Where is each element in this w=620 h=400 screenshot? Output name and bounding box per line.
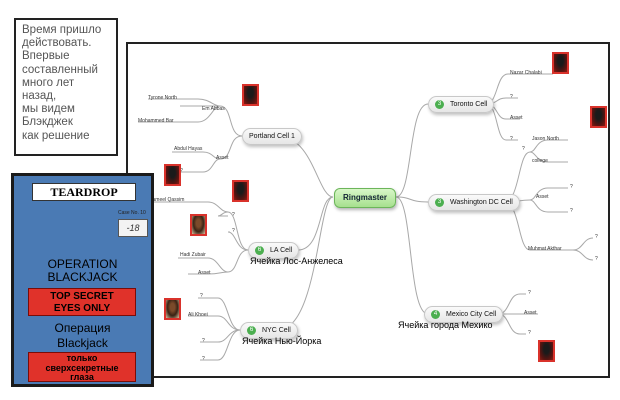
intro-line: Впервые <box>22 50 70 63</box>
leaf-asset[interactable]: Asset <box>536 194 549 200</box>
handwritten-note: -18 <box>118 219 148 237</box>
leaf-unknown[interactable]: ? <box>232 212 235 218</box>
top-secret-stamp: TOP SECRET EYES ONLY <box>28 288 136 316</box>
leaf-unknown[interactable]: ? <box>570 208 573 214</box>
intro-line: как решение <box>22 129 90 142</box>
dossier-folder: TEARDROP Case No. 10 -18 OPERATION BLACK… <box>11 173 154 387</box>
leaf-asset[interactable]: Asset <box>524 310 537 316</box>
leaf-unknown[interactable]: ? <box>510 136 513 142</box>
leaf-unknown[interactable]: ? <box>570 184 573 190</box>
suspect-photo <box>242 84 259 106</box>
top-secret-stamp-ru: только сверхсекретные глаза <box>28 352 136 382</box>
suspect-photo <box>552 52 569 74</box>
leaf-unknown[interactable]: ? <box>202 356 205 362</box>
leaf-nazar-chalabi[interactable]: Nazar Chalabi <box>510 70 542 76</box>
leaf-unknown[interactable]: ? <box>595 256 598 262</box>
node-portland-cell[interactable]: Portland Cell 1 <box>242 128 302 145</box>
leaf-muhmat-akthar[interactable]: Muhmat Akthar <box>528 246 562 252</box>
intro-line: действовать. <box>22 37 92 50</box>
caption-la-cell-ru: Ячейка Лос-Анжелеса <box>250 256 343 266</box>
leaf-college[interactable]: college <box>532 158 548 164</box>
leaf-abdul-hayas[interactable]: Abdul Hayas <box>174 146 203 152</box>
leaf-unknown[interactable]: ? <box>595 234 598 240</box>
intro-line: мы видем <box>22 103 75 116</box>
cell-count-badge: 3 <box>435 197 444 207</box>
leaf-unknown[interactable]: ? <box>522 146 525 152</box>
cell-count-badge: 6 <box>247 325 256 335</box>
suspect-photo <box>164 164 181 186</box>
operation-line2: BLACKJACK <box>47 270 118 284</box>
suspect-photo <box>538 340 555 362</box>
leaf-hadi-zubair[interactable]: Hadi Zubair <box>180 252 206 258</box>
intro-line: Блэкджек <box>22 116 73 129</box>
leaf-tyrone-north[interactable]: Tyrone North <box>148 95 177 101</box>
operation-ru-line2: Blackjack <box>57 336 108 350</box>
leaf-asset[interactable]: Asset <box>216 155 229 161</box>
suspect-photo <box>232 180 249 202</box>
leaf-unknown[interactable]: ? <box>528 290 531 296</box>
center-node-ringmaster[interactable]: Ringmaster <box>334 188 396 208</box>
leaf-unknown[interactable]: ? <box>202 338 205 344</box>
caption-nyc-cell-ru: Ячейка Нью-Йорка <box>242 336 322 346</box>
leaf-mohammed-bar[interactable]: Mohammed Bar <box>138 118 174 124</box>
intro-line: много лет <box>22 76 75 89</box>
leaf-jason-north[interactable]: Jason North <box>532 136 559 142</box>
leaf-unknown[interactable]: ? <box>232 228 235 234</box>
leaf-unknown[interactable]: ? <box>510 94 513 100</box>
cell-count-badge: 3 <box>435 99 444 109</box>
operation-ru-line1: Операция <box>54 321 111 335</box>
cell-count-badge: 4 <box>431 309 440 319</box>
leaf-unknown[interactable]: ? <box>528 330 531 336</box>
leaf-ali-khoei[interactable]: Ali Khoei <box>188 312 208 318</box>
intro-line: составленный <box>22 63 98 76</box>
intro-line: назад, <box>22 90 57 103</box>
intro-text-box: Время пришло действовать. Впервые состав… <box>14 18 118 156</box>
intro-line: Время пришло <box>22 24 102 36</box>
cell-count-badge: 6 <box>255 245 264 255</box>
suspect-photo <box>164 298 181 320</box>
leaf-unknown[interactable]: ? <box>200 293 203 299</box>
folder-title: TEARDROP <box>32 183 136 201</box>
mind-map-connectors <box>138 73 594 361</box>
suspect-photo <box>590 106 607 128</box>
leaf-jameel-qassim[interactable]: Jameel Qassim <box>150 197 185 203</box>
leaf-unknown[interactable]: ? <box>180 168 183 174</box>
suspect-photo <box>190 214 207 236</box>
caption-mexico-cell-ru: Ячейка города Мехико <box>398 320 493 330</box>
leaf-asset[interactable]: Asset <box>198 270 211 276</box>
operation-line1: OPERATION <box>47 257 118 271</box>
leaf-asset[interactable]: Asset <box>510 115 523 121</box>
leaf-em-abbas[interactable]: Em Abbas <box>202 106 225 112</box>
case-number-label: Case No. 10 <box>118 210 146 216</box>
